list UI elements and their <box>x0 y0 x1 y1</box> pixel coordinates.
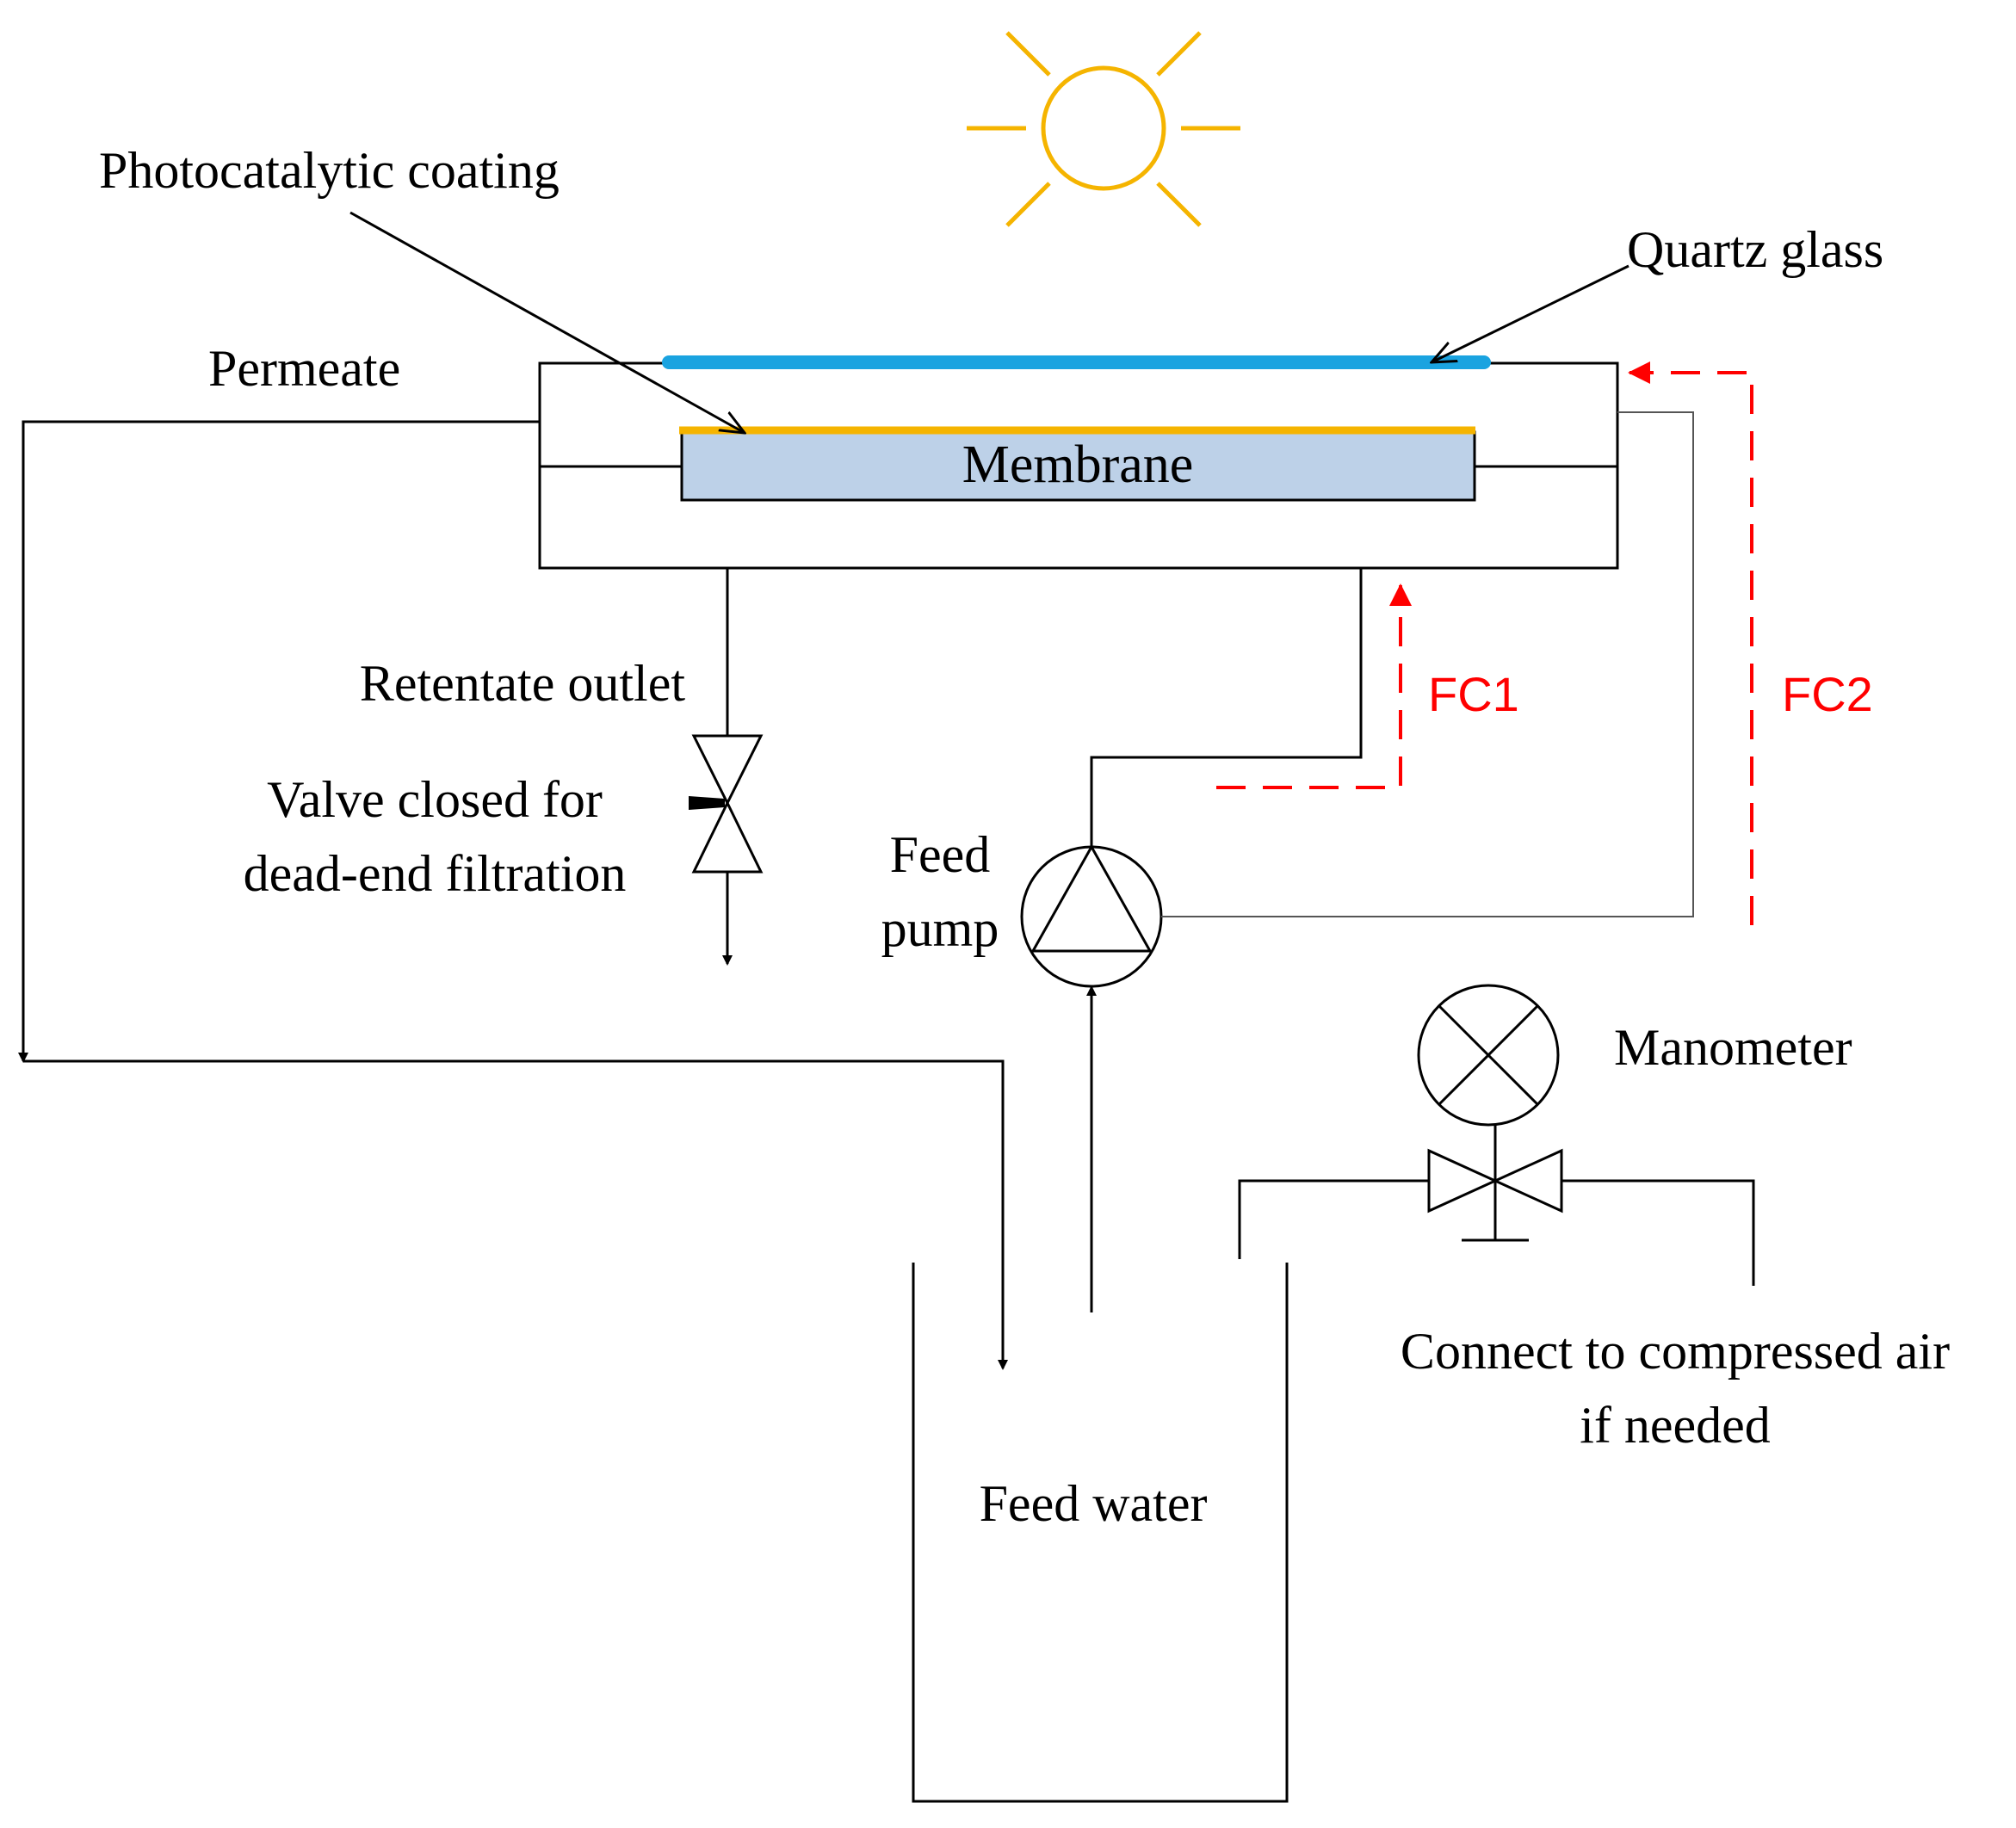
sun-icon <box>967 31 1240 227</box>
pump-to-module-line <box>1090 568 1363 847</box>
valve-actuator <box>689 796 725 810</box>
manometer-label: Manometer <box>1614 1019 1852 1076</box>
feed-water-tank <box>912 1263 1289 1803</box>
retentate-outlet-label: Retentate outlet <box>360 655 686 712</box>
fc2-label: FC2 <box>1782 667 1873 721</box>
permeate-return-line <box>23 1059 1008 1370</box>
permeate-label: Permeate <box>208 340 400 397</box>
compressed-air-line-right <box>1561 1179 1755 1286</box>
fc1-label: FC1 <box>1428 667 1519 721</box>
compressed-air-label-line1: Connect to compressed air <box>1401 1323 1950 1380</box>
photocatalytic-coating-label: Photocatalytic coating <box>99 142 560 199</box>
feed-pump-label-line2: pump <box>881 900 999 957</box>
photocatalytic-coating-pointer <box>349 211 745 433</box>
feed-pump-label-line1: Feed <box>890 826 991 883</box>
compressed-air-line <box>1238 1179 1429 1259</box>
quartz-glass-pointer <box>1432 264 1629 362</box>
pump-to-module-side-line <box>1161 411 1694 917</box>
air-valve-icon <box>1427 1122 1563 1242</box>
valve-icon <box>691 734 764 874</box>
fc1-flow-arrow <box>1216 584 1412 789</box>
membrane-label: Membrane <box>962 435 1194 494</box>
valve-note-line1: Valve closed for <box>267 771 603 828</box>
permeate-line <box>18 420 540 1063</box>
quartz-glass-label: Quartz glass <box>1627 221 1883 278</box>
valve-note-line2: dead-end filtration <box>244 845 627 902</box>
compressed-air-label-line2: if needed <box>1580 1397 1771 1454</box>
pump-icon <box>1020 843 1163 988</box>
fc2-flow-arrow <box>1628 361 1753 925</box>
feed-water-label: Feed water <box>980 1475 1208 1532</box>
manometer-icon <box>1417 984 1560 1127</box>
